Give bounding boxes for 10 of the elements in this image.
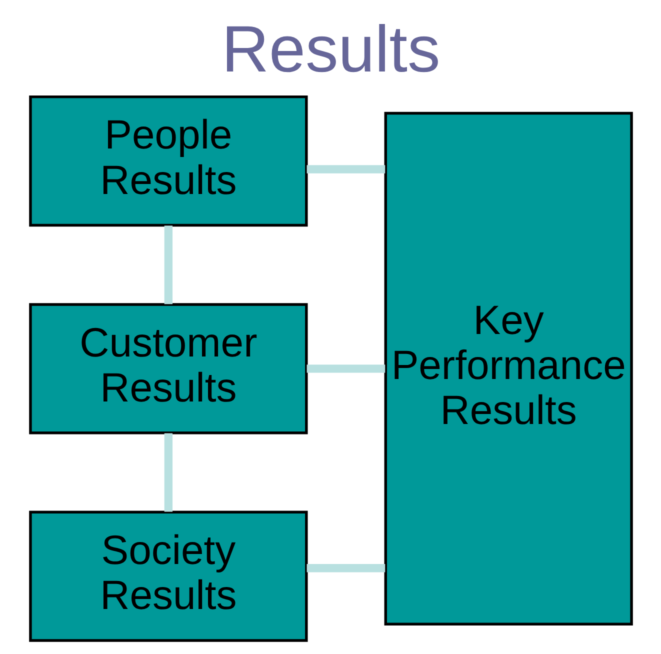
node-box: Society Results [28, 510, 308, 642]
node-box: Key Performance Results [384, 112, 632, 626]
connector [306, 165, 385, 174]
node-box: People Results [28, 95, 308, 227]
diagram-title: Results [221, 12, 440, 86]
connector [306, 564, 385, 572]
node-box: Customer Results [28, 303, 308, 434]
connector [306, 364, 385, 373]
connector [164, 433, 172, 512]
connector [164, 226, 172, 304]
